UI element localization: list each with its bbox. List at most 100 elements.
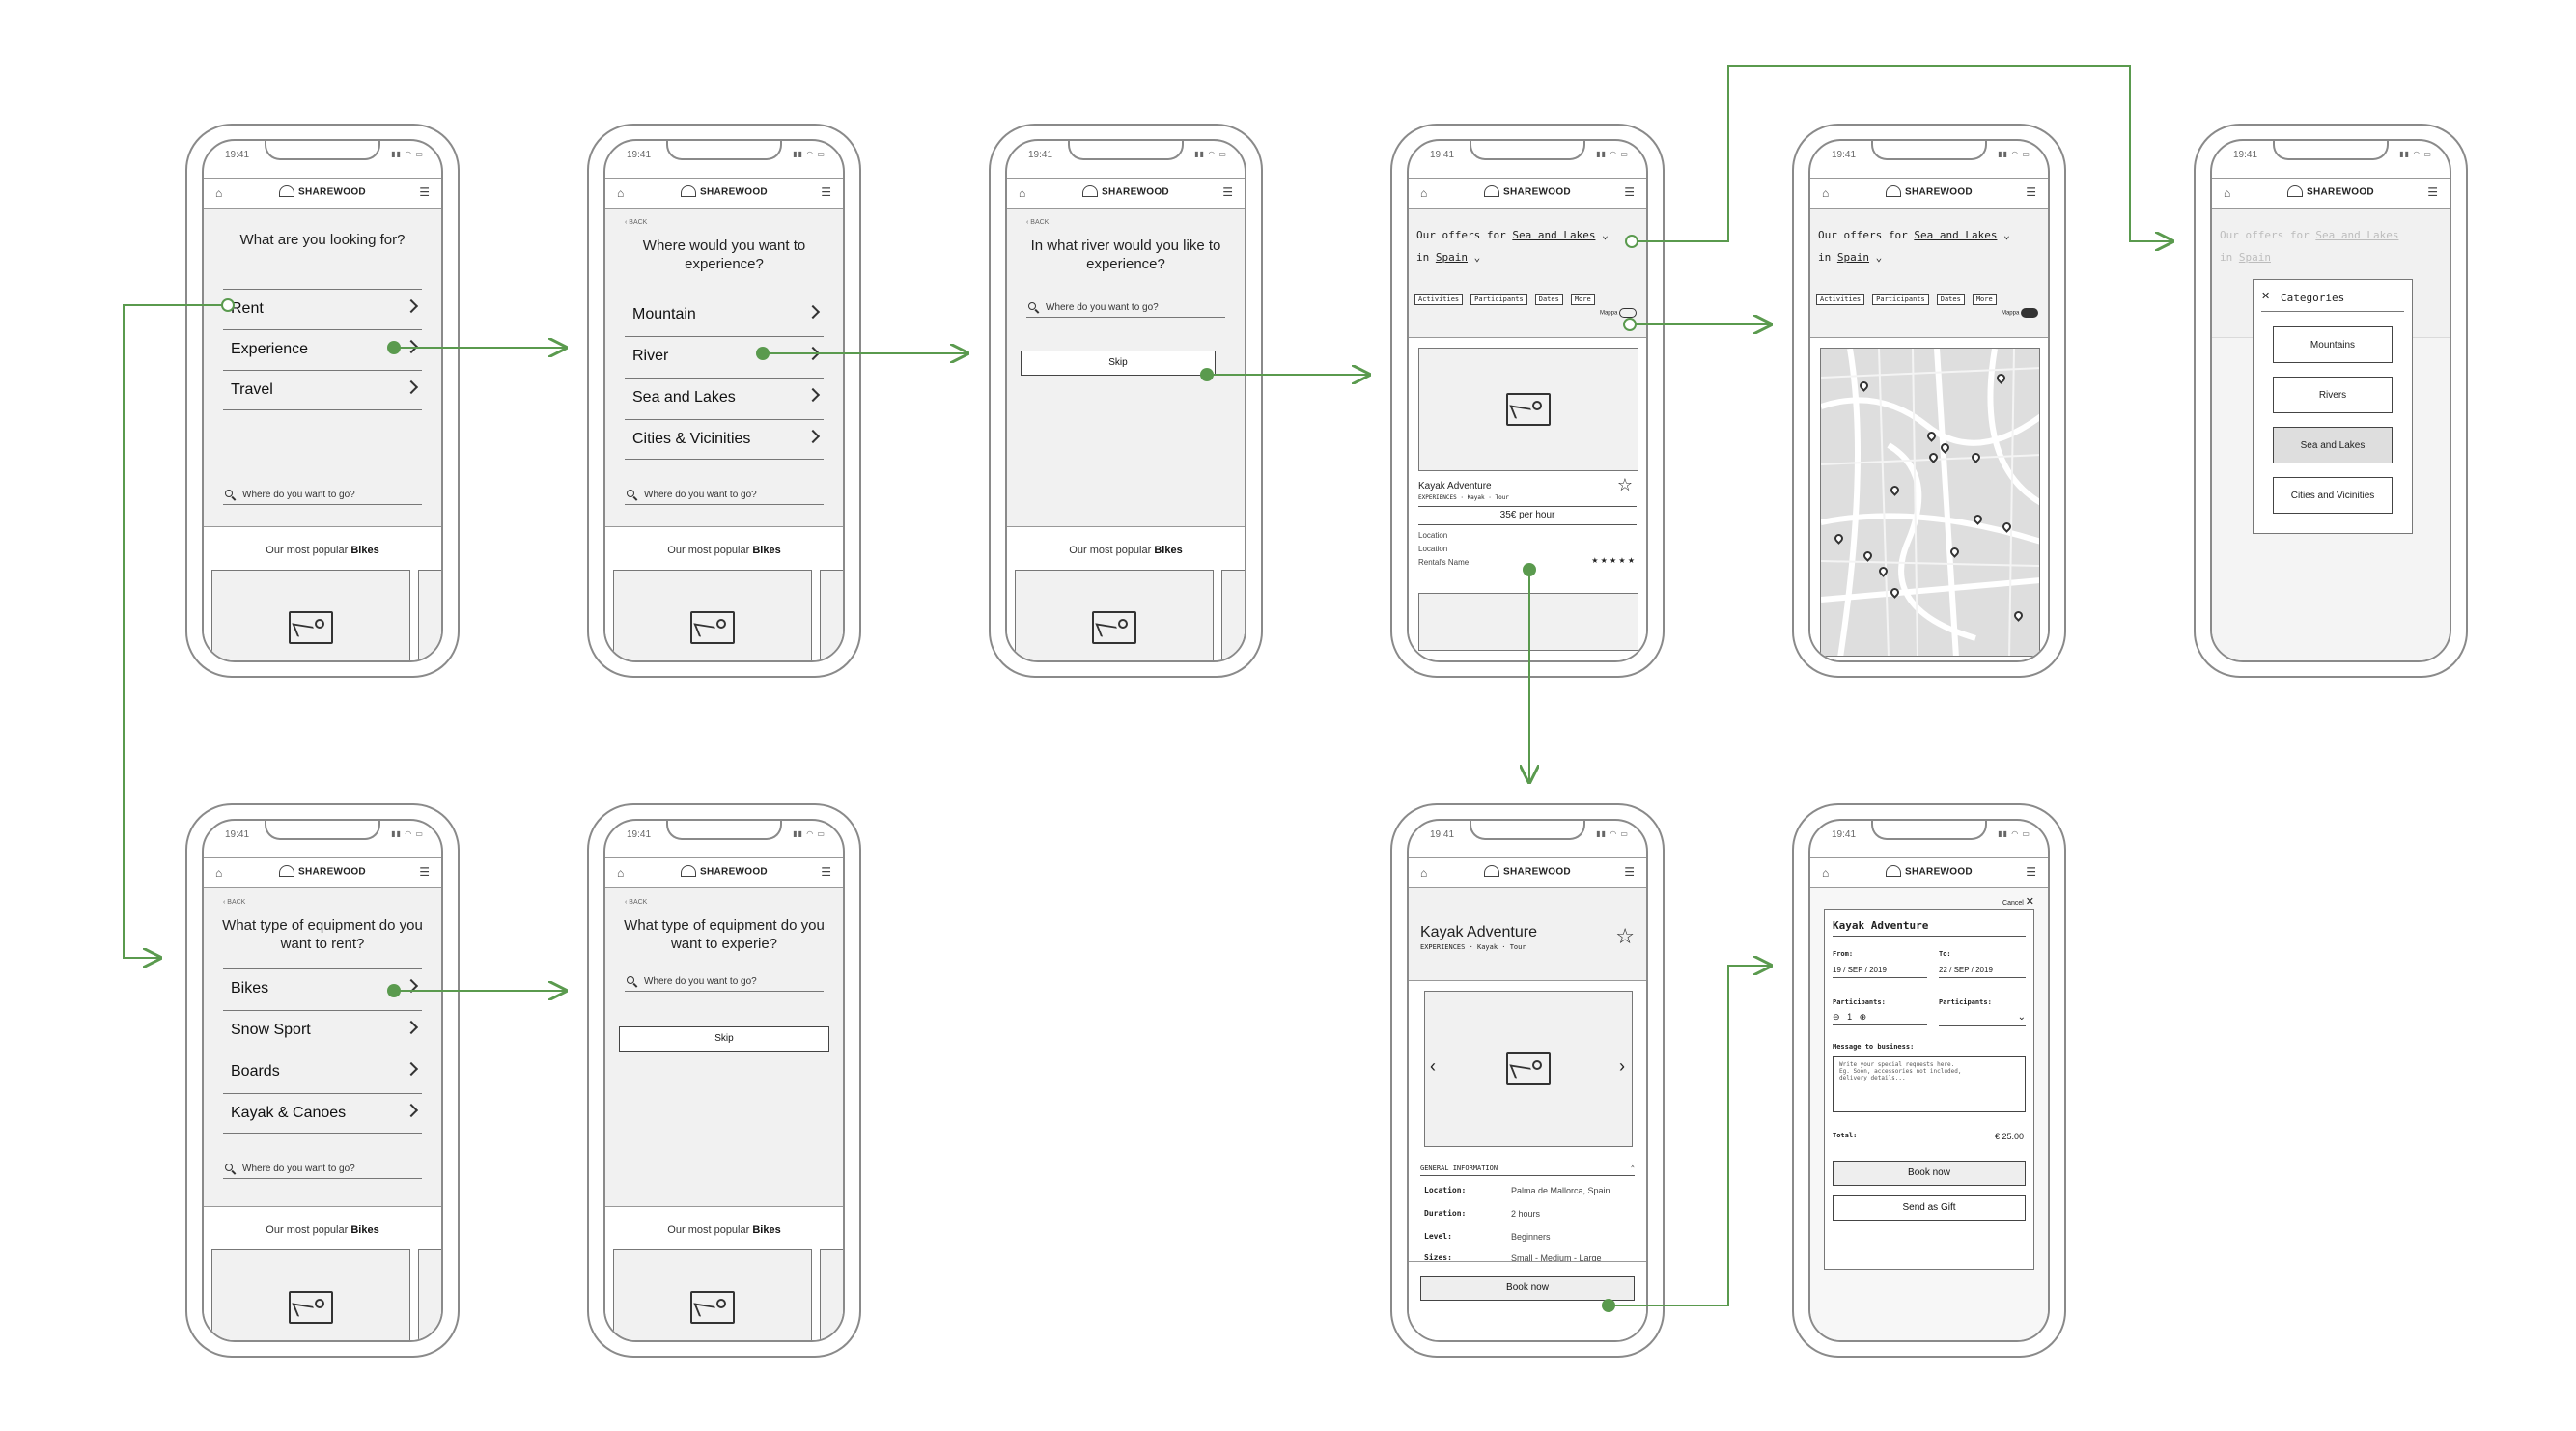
bag-icon[interactable]: ⌂ — [215, 186, 223, 200]
participants-dropdown[interactable]: ⌄ — [1939, 1012, 2026, 1026]
brand-logo[interactable]: SHAREWOOD — [1810, 865, 2048, 878]
chip-participants[interactable]: Participants — [1872, 294, 1929, 305]
option-snow-sport[interactable]: Snow Sport — [223, 1010, 422, 1049]
bag-icon[interactable]: ⌂ — [617, 186, 625, 200]
chip-activities[interactable]: Activities — [1816, 294, 1865, 305]
country-dropdown[interactable]: Spain — [1435, 251, 1468, 264]
option-cities-vicinities[interactable]: Cities & Vicinities — [625, 419, 824, 458]
menu-icon[interactable]: ☰ — [2026, 865, 2036, 879]
category-rivers[interactable]: Rivers — [2273, 377, 2393, 413]
category-mountains[interactable]: Mountains — [2273, 326, 2393, 363]
brand-logo[interactable]: SHAREWOOD — [1409, 865, 1646, 878]
chevron-left-icon[interactable]: ‹ — [1430, 1056, 1436, 1076]
general-info-header[interactable]: GENERAL INFORMATION⌃ — [1420, 1164, 1635, 1176]
menu-icon[interactable]: ☰ — [1222, 185, 1233, 199]
chip-dates[interactable]: Dates — [1534, 294, 1563, 305]
chevron-down-icon[interactable]: ⌄ — [1875, 251, 1883, 264]
option-boards[interactable]: Boards — [223, 1052, 422, 1090]
chip-activities[interactable]: Activities — [1414, 294, 1464, 305]
chevron-down-icon[interactable]: ⌄ — [1473, 251, 1481, 264]
option-sea-and-lakes[interactable]: Sea and Lakes — [625, 378, 824, 416]
country-dropdown[interactable]: Spain — [1836, 251, 1869, 264]
popular-card-next[interactable] — [1221, 570, 1245, 660]
chevron-down-icon[interactable]: ⌄ — [1602, 229, 1609, 241]
search-input[interactable]: Where do you want to go? — [625, 486, 824, 505]
brand-logo[interactable]: SHAREWOOD — [1810, 185, 2048, 198]
brand-logo[interactable]: SHAREWOOD — [605, 865, 843, 878]
chip-more[interactable]: More — [1570, 294, 1595, 305]
chevron-right-icon[interactable]: › — [1619, 1056, 1625, 1076]
search-input[interactable]: Where do you want to go? — [1026, 298, 1225, 318]
gallery-image[interactable] — [1424, 991, 1633, 1147]
option-river[interactable]: River — [625, 336, 824, 375]
star-favorite-icon[interactable]: ☆ — [1616, 475, 1633, 494]
bag-icon[interactable]: ⌂ — [1420, 866, 1428, 880]
menu-icon[interactable]: ☰ — [419, 185, 430, 199]
popular-card-image[interactable] — [613, 1249, 812, 1340]
category-sea-and-lakes[interactable]: Sea and Lakes — [2273, 427, 2393, 463]
result-card-image[interactable] — [1418, 348, 1638, 471]
popular-card-next[interactable] — [418, 570, 441, 660]
menu-icon[interactable]: ☰ — [821, 185, 831, 199]
brand-logo[interactable]: SHAREWOOD — [204, 185, 441, 198]
search-input[interactable]: Where do you want to go? — [223, 1160, 422, 1179]
menu-icon[interactable]: ☰ — [1624, 185, 1635, 199]
back-link[interactable]: ‹ BACK — [625, 219, 648, 226]
send-as-gift-button[interactable]: Send as Gift — [1833, 1195, 2026, 1221]
popular-card-image[interactable] — [613, 570, 812, 660]
popular-card-next[interactable] — [820, 570, 843, 660]
result-title[interactable]: Kayak Adventure — [1418, 481, 1492, 491]
menu-icon[interactable]: ☰ — [2427, 185, 2438, 199]
brand-logo[interactable]: SHAREWOOD — [1409, 185, 1646, 198]
map-toggle[interactable]: Mappa — [2002, 308, 2038, 318]
option-kayak-canoes[interactable]: Kayak & Canoes — [223, 1093, 422, 1132]
back-link[interactable]: ‹ BACK — [223, 899, 246, 906]
participants-stepper[interactable]: ⊖ 1 ⊕ — [1833, 1012, 1927, 1025]
bag-icon[interactable]: ⌂ — [1420, 186, 1428, 200]
bag-icon[interactable]: ⌂ — [1822, 866, 1830, 880]
popular-card-image[interactable] — [211, 1249, 410, 1340]
option-experience[interactable]: Experience — [223, 329, 422, 368]
bag-icon[interactable]: ⌂ — [1019, 186, 1026, 200]
brand-logo[interactable]: SHAREWOOD — [2212, 185, 2450, 198]
menu-icon[interactable]: ☰ — [821, 865, 831, 879]
back-link[interactable]: ‹ BACK — [1026, 219, 1050, 226]
bag-icon[interactable]: ⌂ — [617, 866, 625, 880]
map-view[interactable] — [1820, 348, 2040, 657]
brand-logo[interactable]: SHAREWOOD — [204, 865, 441, 878]
popular-card-next[interactable] — [820, 1249, 843, 1340]
option-bikes[interactable]: Bikes — [223, 968, 422, 1007]
category-dropdown[interactable]: Sea and Lakes — [1512, 229, 1596, 241]
from-date-input[interactable]: 19 / SEP / 2019 — [1833, 966, 1927, 978]
map-toggle[interactable]: Mappa — [1600, 308, 1637, 318]
option-travel[interactable]: Travel — [223, 370, 422, 408]
option-rent[interactable]: Rent — [223, 289, 422, 327]
back-link[interactable]: ‹ BACK — [625, 899, 648, 906]
category-cities-vicinities[interactable]: Cities and Vicinities — [2273, 477, 2393, 514]
to-date-input[interactable]: 22 / SEP / 2019 — [1939, 966, 2026, 978]
chevron-down-icon[interactable]: ⌄ — [2003, 229, 2010, 241]
minus-icon[interactable]: ⊖ — [1833, 1012, 1840, 1022]
chip-dates[interactable]: Dates — [1936, 294, 1965, 305]
chip-participants[interactable]: Participants — [1470, 294, 1527, 305]
message-textarea[interactable]: Write your special requests here. Eg. So… — [1833, 1056, 2026, 1112]
menu-icon[interactable]: ☰ — [2026, 185, 2036, 199]
popular-card-next[interactable] — [418, 1249, 441, 1340]
chip-more[interactable]: More — [1972, 294, 1997, 305]
menu-icon[interactable]: ☰ — [1624, 865, 1635, 879]
bag-icon[interactable]: ⌂ — [2224, 186, 2231, 200]
plus-icon[interactable]: ⊕ — [1859, 1012, 1867, 1022]
skip-button[interactable]: Skip — [1021, 351, 1216, 376]
result-card-next[interactable] — [1418, 593, 1638, 651]
option-mountain[interactable]: Mountain — [625, 295, 824, 333]
star-favorite-icon[interactable]: ☆ — [1615, 924, 1635, 948]
popular-card-image[interactable] — [211, 570, 410, 660]
book-now-button[interactable]: Book now — [1833, 1161, 2026, 1186]
popular-card-image[interactable] — [1015, 570, 1214, 660]
category-dropdown[interactable]: Sea and Lakes — [1914, 229, 1998, 241]
brand-logo[interactable]: SHAREWOOD — [605, 185, 843, 198]
search-input[interactable]: Where do you want to go? — [223, 486, 422, 505]
search-input[interactable]: Where do you want to go? — [625, 972, 824, 992]
book-now-button[interactable]: Book now — [1420, 1276, 1635, 1301]
close-icon[interactable]: ✕ — [2261, 291, 2271, 302]
